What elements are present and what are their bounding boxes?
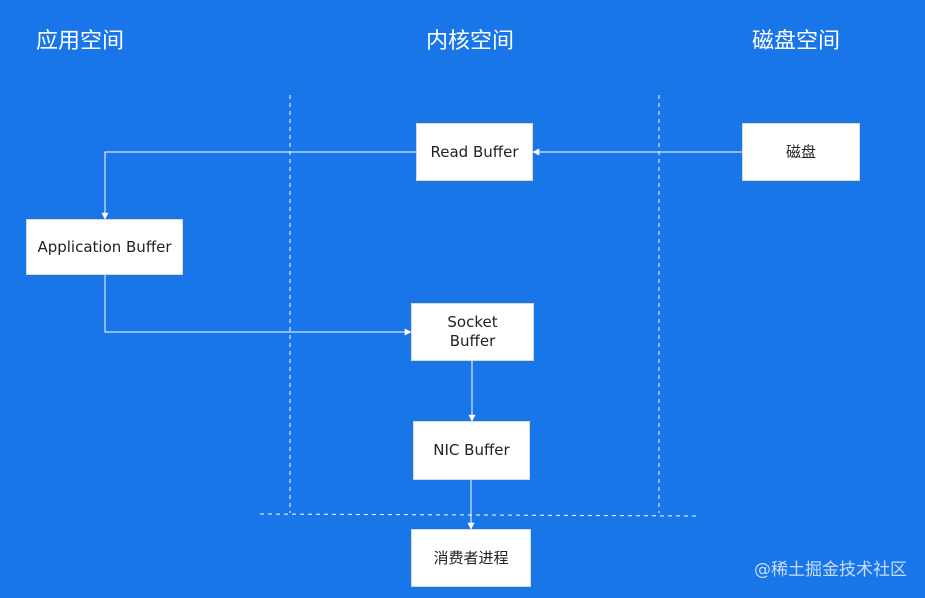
socket-buffer-node: Socket Buffer bbox=[411, 303, 534, 361]
arrow-read-buffer-to-application-buffer bbox=[101, 151, 416, 220]
read-buffer-node: Read Buffer bbox=[416, 123, 533, 181]
arrow-application-buffer-to-socket-buffer bbox=[104, 275, 412, 336]
disk-node: 磁盘 bbox=[742, 123, 860, 181]
watermark: @稀土掘金技术社区 bbox=[754, 560, 907, 580]
nic-buffer-node: NIC Buffer bbox=[413, 421, 530, 480]
nic-buffer-label: NIC Buffer bbox=[433, 441, 510, 459]
section-title-kernel-space: 内核空间 bbox=[426, 29, 515, 54]
section-title-app-space: 应用空间 bbox=[36, 29, 125, 54]
socket-buffer-label: Socket Buffer bbox=[447, 313, 498, 350]
disk-label: 磁盘 bbox=[785, 142, 816, 161]
divider-horizontal bbox=[259, 513, 699, 517]
application-buffer-node: Application Buffer bbox=[26, 219, 183, 275]
read-buffer-label: Read Buffer bbox=[430, 142, 519, 161]
application-buffer-label: Application Buffer bbox=[37, 237, 172, 256]
section-title-disk-space: 磁盘空间 bbox=[752, 29, 841, 54]
consumer-process-node: 消费者进程 bbox=[411, 529, 531, 587]
consumer-process-label: 消费者进程 bbox=[433, 548, 509, 567]
